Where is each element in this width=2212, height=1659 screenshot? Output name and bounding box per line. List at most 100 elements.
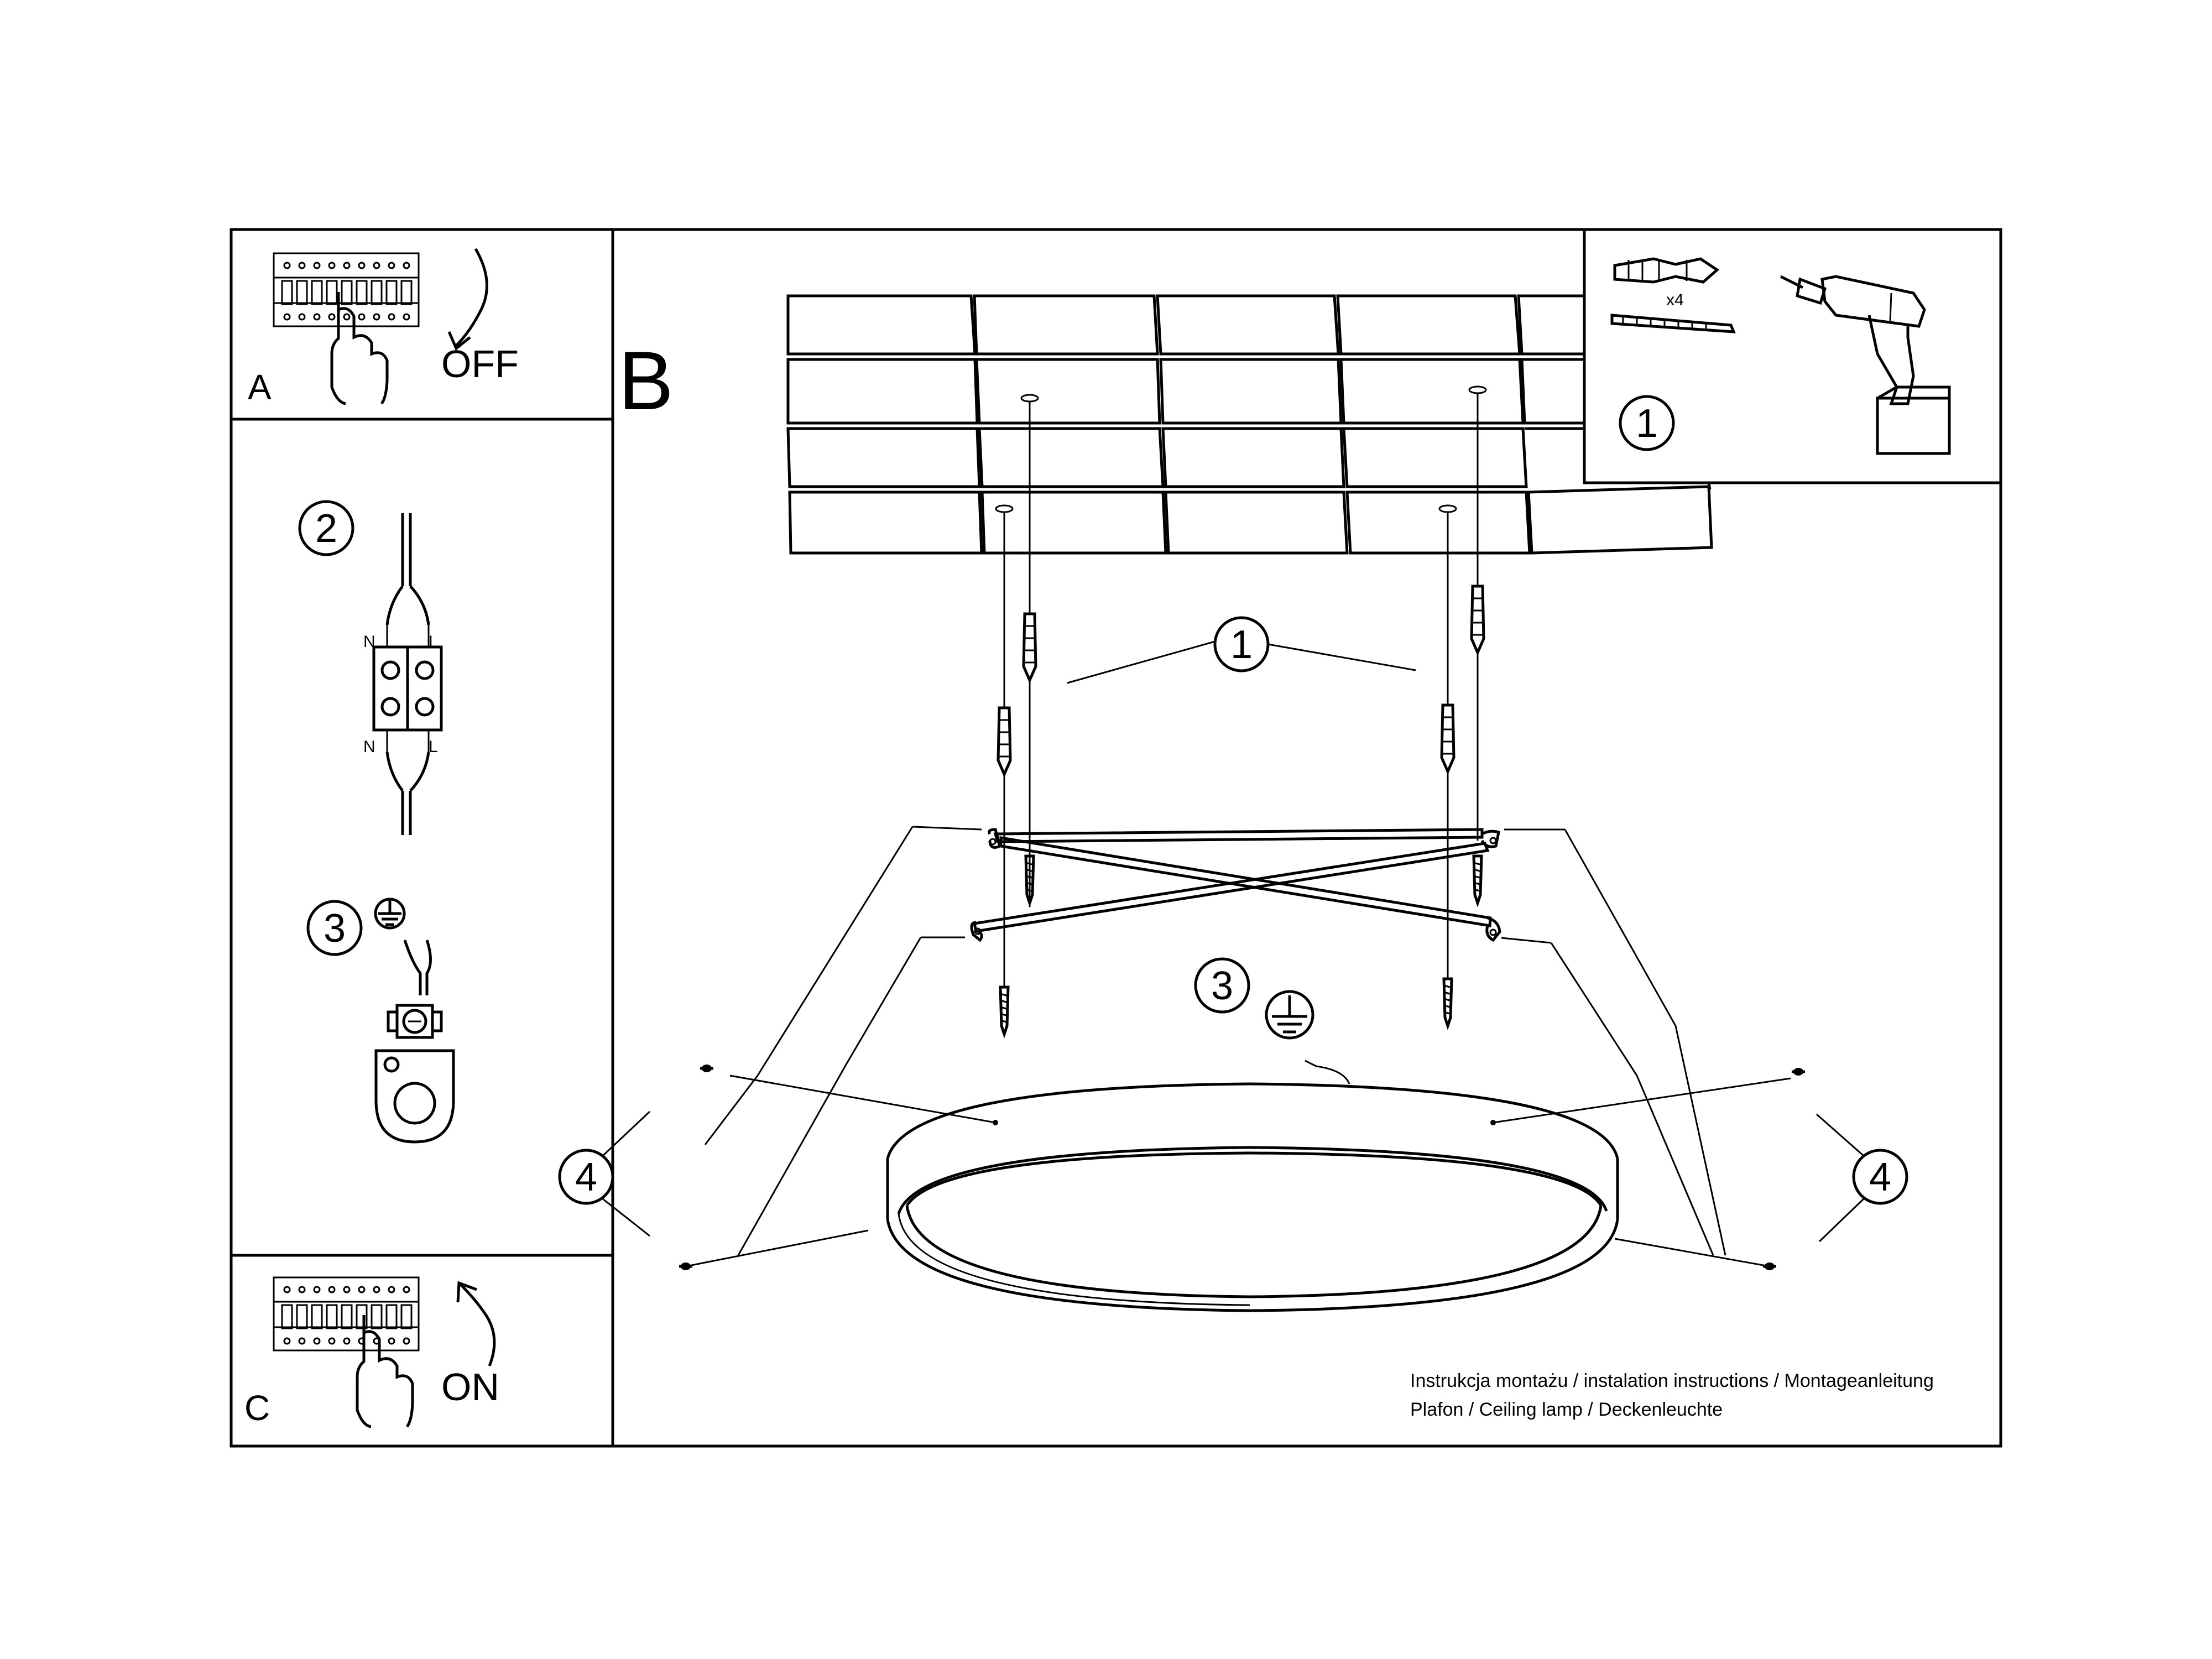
drill-icon xyxy=(1780,275,1951,455)
breaker-screw xyxy=(283,1337,291,1345)
wall-plug-icon xyxy=(1470,585,1485,656)
breaker-screw xyxy=(313,313,321,321)
breaker-switch xyxy=(296,1304,308,1329)
panel-c: C ON xyxy=(244,1276,499,1428)
breaker-screw xyxy=(313,1286,321,1293)
breaker-screw xyxy=(403,1337,410,1345)
earth-ground-icon xyxy=(1265,990,1314,1040)
live-label-top: L xyxy=(429,633,438,651)
callout-4-left-number: 4 xyxy=(575,1155,597,1199)
breaker-switch xyxy=(371,1304,383,1329)
breaker-screw xyxy=(328,313,336,321)
ceiling-lamp-icon xyxy=(886,1060,1619,1312)
breaker-screw xyxy=(313,262,321,269)
footer-instructions: Instrukcja montażu / instalation instruc… xyxy=(1410,1370,1934,1391)
breaker-switch xyxy=(281,1304,293,1329)
panel-a-label: A xyxy=(248,367,272,407)
ground-terminal-icon xyxy=(374,940,455,1144)
step-1-circle xyxy=(1619,395,1675,451)
wall-plugs xyxy=(997,585,1485,778)
callout-4-right-number: 4 xyxy=(1869,1155,1891,1199)
arrow-down-icon xyxy=(455,248,488,347)
breaker-screw xyxy=(373,313,380,321)
screw-head-icon xyxy=(1792,1068,1805,1076)
hand-icon xyxy=(356,1315,414,1428)
footer-product: Plafon / Ceiling lamp / Deckenleuchte xyxy=(1410,1399,1723,1420)
breaker-switch xyxy=(326,1304,338,1329)
breaker-screw xyxy=(283,262,291,269)
breaker-screw xyxy=(373,1286,380,1293)
screw-icon xyxy=(999,985,1010,1039)
callout-3-number: 3 xyxy=(1211,964,1233,1008)
breaker-switch xyxy=(341,1304,353,1329)
wall-plug-icon xyxy=(1613,257,1720,284)
callout-4-left: 4 xyxy=(558,1110,651,1237)
breaker-screw xyxy=(373,262,380,269)
callout-1-number: 1 xyxy=(1230,623,1253,667)
screw-icon xyxy=(1610,314,1736,333)
on-label: ON xyxy=(441,1365,499,1408)
breaker-screw xyxy=(388,1337,395,1345)
ceiling-panels xyxy=(786,294,1713,555)
off-label: OFF xyxy=(441,342,519,385)
breaker-screw xyxy=(343,313,351,321)
live-label-bottom: L xyxy=(429,738,438,756)
wiring-step: 2 N L N L xyxy=(298,500,443,835)
breaker-screw xyxy=(403,262,410,269)
breaker-screw xyxy=(358,262,366,269)
quantity-label: x4 xyxy=(1666,291,1684,309)
wall-plug-icon xyxy=(1022,612,1037,684)
breaker-screw xyxy=(283,1286,291,1293)
breaker-screw xyxy=(343,1286,351,1293)
guide-lines xyxy=(704,826,1726,1256)
breaker-switch xyxy=(356,280,368,305)
tools-box: x4 1 xyxy=(1610,257,1951,455)
breaker-screw xyxy=(358,313,366,321)
arrow-up-icon xyxy=(459,1283,496,1366)
breaker-screw xyxy=(298,313,306,321)
ground-step: 3 xyxy=(306,898,455,1144)
frames xyxy=(229,228,2002,1448)
callout-4-right: 4 xyxy=(1816,1113,1908,1243)
breaker-screw xyxy=(358,1286,366,1293)
wall-plug-icon xyxy=(997,706,1012,778)
wall-plug-icon xyxy=(1440,703,1455,775)
panel-b-label: B xyxy=(618,334,674,427)
callout-1: 1 xyxy=(1067,616,1416,684)
breaker-screw xyxy=(328,262,336,269)
breaker-switch xyxy=(385,1304,398,1329)
screw-icon xyxy=(1442,977,1453,1030)
breaker-switch xyxy=(356,1304,368,1329)
breaker-switch xyxy=(400,280,413,305)
breaker-screw xyxy=(328,1337,336,1345)
step-2-circle xyxy=(298,500,354,556)
breaker-icon xyxy=(273,252,420,327)
step-3-circle xyxy=(306,900,363,956)
screw-head-icon xyxy=(700,1065,713,1072)
step-1-number: 1 xyxy=(1636,401,1658,446)
step-3-number: 3 xyxy=(324,906,346,951)
breaker-screw xyxy=(403,1286,410,1293)
hand-icon xyxy=(330,292,389,405)
breaker-screw xyxy=(388,1286,395,1293)
screw-leaders xyxy=(685,1074,1791,1267)
breaker-switch xyxy=(311,1304,323,1329)
breaker-switch xyxy=(326,280,338,305)
panel-c-label: C xyxy=(244,1388,270,1428)
breaker-screw xyxy=(313,1337,321,1345)
breaker-switch xyxy=(296,280,308,305)
breaker-switch xyxy=(281,280,293,305)
neutral-label-top: N xyxy=(363,633,375,651)
mounting-screws xyxy=(679,854,1805,1270)
breaker-screw xyxy=(388,313,395,321)
earth-ground-icon xyxy=(374,898,406,930)
terminal-block-icon xyxy=(372,513,443,835)
step-2-number: 2 xyxy=(315,507,337,551)
panel-a: A OFF xyxy=(248,248,519,407)
screw-icon xyxy=(1024,854,1035,907)
callout-3: 3 xyxy=(1194,957,1314,1040)
breaker-screw xyxy=(343,262,351,269)
drill-holes xyxy=(995,385,1487,987)
breaker-screw xyxy=(328,1286,336,1293)
